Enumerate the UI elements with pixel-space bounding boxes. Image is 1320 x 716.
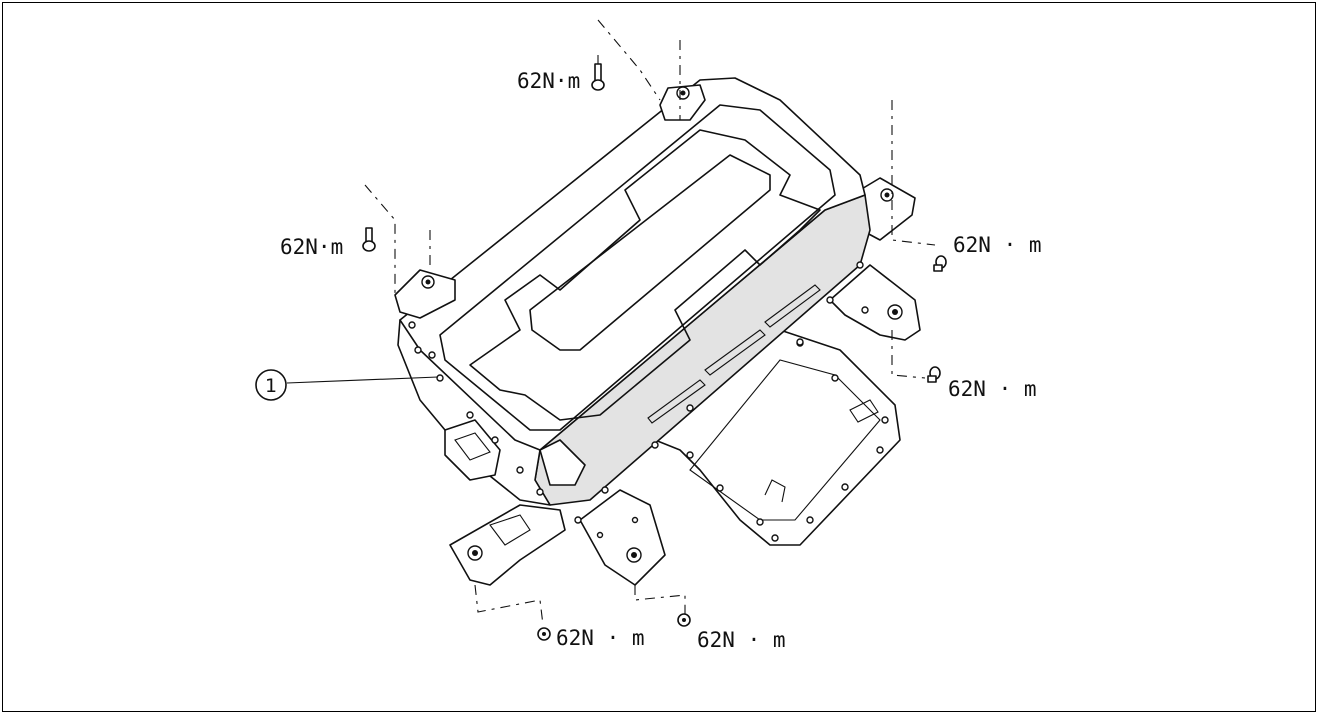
torque-label-bottom-left: 62N · m (556, 626, 645, 650)
callout-1: 1 (255, 369, 439, 401)
bolt-top (591, 63, 605, 91)
torque-label-left: 62N·m (280, 235, 343, 259)
bolt-bottom-left (537, 627, 551, 641)
bolt-right-upper (933, 255, 947, 272)
battery-housing (397, 77, 871, 524)
bracket-lower-middle (579, 489, 666, 586)
torque-label-top: 62N·m (517, 69, 580, 93)
torque-label-right-upper: 62N · m (953, 233, 1042, 257)
torque-label-right-lower: 62N · m (948, 377, 1037, 401)
bracket-right-lower (829, 264, 921, 341)
bolt-right-lower (927, 366, 941, 383)
bracket-top (659, 84, 706, 121)
torque-labels: 62N·m 62N·m 62N · m 62N · m 62N · m 62N … (280, 69, 1042, 652)
bracket-top-left (394, 269, 456, 319)
bolts (362, 63, 947, 641)
bolt-bottom-right (677, 613, 691, 627)
bolt-left (362, 227, 376, 252)
bracket-lower-left (449, 504, 566, 586)
torque-label-bottom-right: 62N · m (697, 628, 786, 652)
callout-number: 1 (265, 375, 277, 397)
